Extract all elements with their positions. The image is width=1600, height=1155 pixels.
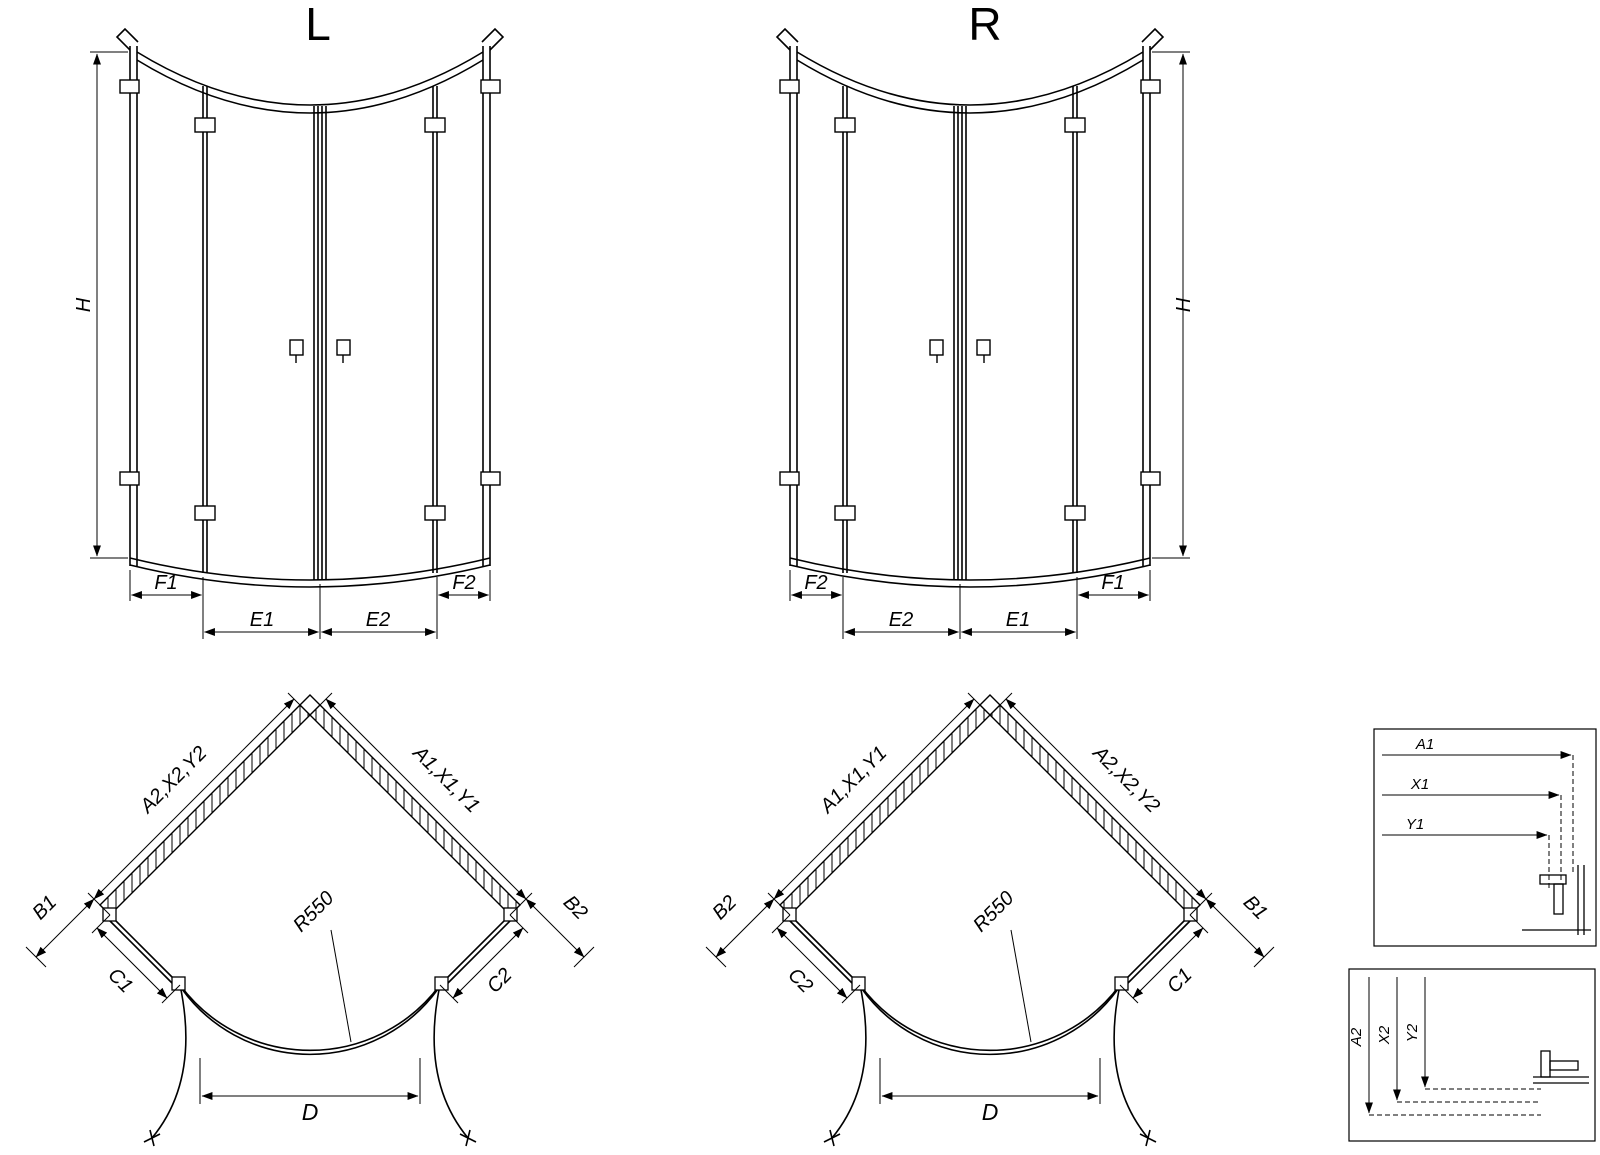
dim-label-f2: F2 bbox=[452, 572, 475, 594]
door-end-handles bbox=[823, 1129, 1157, 1147]
dim-label-e1: E1 bbox=[250, 609, 274, 631]
detail-frame bbox=[1348, 968, 1596, 1142]
dim-label-f2: F2 bbox=[804, 572, 827, 594]
detail-label-a1: A1 bbox=[1415, 736, 1434, 753]
detail-label-y2: Y2 bbox=[1404, 1023, 1421, 1042]
detail-profile bbox=[1522, 865, 1591, 935]
dim-label-e2: E2 bbox=[366, 609, 390, 631]
dim-label-f1: F1 bbox=[1101, 572, 1124, 594]
detail-label-x1: X1 bbox=[1410, 776, 1429, 793]
height-label: H bbox=[73, 297, 95, 312]
plan-left-view: A2,X2,Y2 A1,X1,Y1 B1 B2 C1 C2 R550 D bbox=[25, 692, 595, 1147]
outer-dim-label-right: B2 bbox=[559, 891, 592, 924]
entry-dimension bbox=[879, 1058, 1101, 1104]
outer-dim-label-right: B1 bbox=[1239, 891, 1272, 924]
plan-right-view: A1,X1,Y1 A2,X2,Y2 B2 B1 C2 C1 R550 D bbox=[705, 692, 1275, 1147]
entry-dimension bbox=[199, 1058, 421, 1104]
plan-geometry bbox=[25, 692, 595, 1147]
door-open-right bbox=[433, 984, 469, 1139]
view-title-left: L bbox=[305, 0, 331, 50]
panel-dim-label-right: C1 bbox=[1163, 964, 1197, 998]
dim-label-e1: E1 bbox=[1006, 609, 1030, 631]
wall-dimensions bbox=[767, 692, 1213, 916]
detail-view-bottom: A2 X2 Y2 bbox=[1348, 968, 1596, 1142]
radius-leader bbox=[330, 929, 352, 1043]
entry-width-label: D bbox=[982, 1099, 999, 1125]
panel-dim-label-left: C2 bbox=[783, 964, 817, 998]
glass-panels bbox=[789, 51, 1151, 588]
plan-geometry bbox=[705, 692, 1275, 1147]
outer-dimensions bbox=[705, 898, 1275, 968]
height-label: H bbox=[1173, 297, 1195, 312]
panel-dim-label-right: C2 bbox=[483, 964, 517, 998]
glass-panels bbox=[129, 51, 491, 588]
elevation-right-view: R H F2 E2 E1 F1 bbox=[775, 0, 1195, 639]
height-dimension bbox=[1152, 51, 1190, 559]
dim-label-f1: F1 bbox=[154, 572, 177, 594]
panel-dim-label-left: C1 bbox=[103, 964, 137, 998]
detail-dimensions bbox=[1382, 751, 1574, 891]
elevation-left-view: L H F1 E1 E2 F2 bbox=[73, 0, 505, 639]
entry-width-label: D bbox=[302, 1099, 319, 1125]
hinges bbox=[119, 79, 501, 521]
panel-dimensions bbox=[91, 914, 529, 1004]
plan-brackets bbox=[782, 907, 1198, 991]
radius-leader bbox=[1010, 929, 1032, 1043]
door-end-handles bbox=[143, 1129, 477, 1147]
width-dimensions bbox=[789, 570, 1151, 639]
door-open-left bbox=[151, 984, 187, 1139]
height-dimension bbox=[90, 51, 128, 559]
outer-dimensions bbox=[25, 898, 595, 968]
panel-dimensions bbox=[771, 914, 1209, 1004]
detail-label-a2: A2 bbox=[1348, 1027, 1365, 1047]
wall-profiles bbox=[775, 27, 1165, 566]
elevation-geometry bbox=[775, 27, 1190, 639]
elevation-geometry bbox=[90, 27, 505, 639]
wall-profiles bbox=[115, 27, 505, 566]
view-title-right: R bbox=[968, 0, 1001, 50]
radius-label: R550 bbox=[289, 887, 338, 936]
detail-frame bbox=[1373, 728, 1597, 947]
door-open-right bbox=[831, 984, 867, 1139]
door-handles bbox=[929, 339, 991, 363]
width-dimensions bbox=[129, 570, 491, 639]
outer-dim-label-left: B1 bbox=[28, 891, 61, 924]
radius-label: R550 bbox=[969, 887, 1018, 936]
detail-label-y1: Y1 bbox=[1406, 816, 1424, 833]
door-open-left bbox=[1113, 984, 1149, 1139]
detail-label-x2: X2 bbox=[1376, 1025, 1393, 1045]
dim-label-e2: E2 bbox=[889, 609, 913, 631]
detail-dimensions bbox=[1365, 977, 1541, 1116]
detail-profile bbox=[1533, 1050, 1589, 1084]
outer-dim-label-left: B2 bbox=[708, 891, 741, 924]
wall-dimensions bbox=[87, 692, 533, 916]
hinges bbox=[779, 79, 1161, 521]
door-handles bbox=[289, 339, 351, 363]
detail-view-top: A1 X1 Y1 bbox=[1373, 728, 1597, 947]
